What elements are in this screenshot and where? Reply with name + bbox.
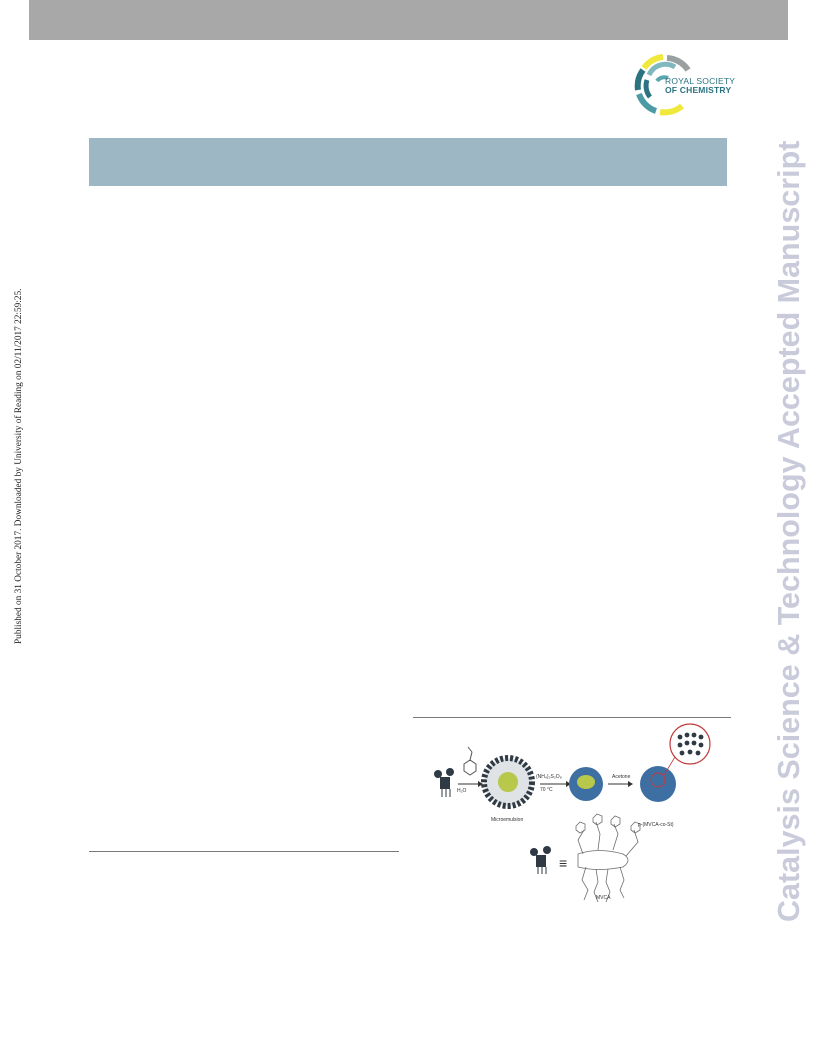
top-bar <box>29 0 788 40</box>
particle-icon <box>569 767 603 801</box>
logo-line1: ROYAL SOCIETY <box>665 76 736 86</box>
arrow-icon <box>458 781 483 787</box>
final-particle-icon <box>640 723 711 802</box>
figure-top-rule <box>413 717 731 718</box>
logo-rings-icon <box>634 54 691 116</box>
equals-sign: ≡ <box>559 855 568 871</box>
rsc-logo <box>634 54 691 116</box>
header-band <box>89 138 727 186</box>
publication-notice: Published on 31 October 2017. Downloaded… <box>14 288 24 644</box>
rsc-wordmark: ROYAL SOCIETY OF CHEMISTRY <box>665 77 735 95</box>
initiator-label: (NH₄)₂S₂O₈ <box>536 774 562 780</box>
microemulsion-label: Microemulsion <box>491 817 524 823</box>
arrow-icon <box>608 781 633 787</box>
synthesis-scheme <box>434 723 711 903</box>
h2o-label: H₂O <box>457 788 467 794</box>
arrow-icon <box>540 781 571 787</box>
mvca-structure-icon <box>530 813 641 903</box>
mvca-label: MVCA <box>596 895 611 901</box>
logo-line2: OF CHEMISTRY <box>665 85 732 95</box>
styrene-icon <box>463 746 477 776</box>
microemulsion-droplet-icon <box>481 755 535 809</box>
journal-watermark: Catalysis Science & Technology Accepted … <box>772 140 806 922</box>
mvca-monomer-icon <box>434 768 454 797</box>
product-label: p-(MVCA-co-St) <box>638 822 674 828</box>
temperature-label: 70 °C <box>540 787 553 793</box>
acetone-label: Acetone <box>612 774 631 780</box>
footnote-rule <box>89 851 399 852</box>
